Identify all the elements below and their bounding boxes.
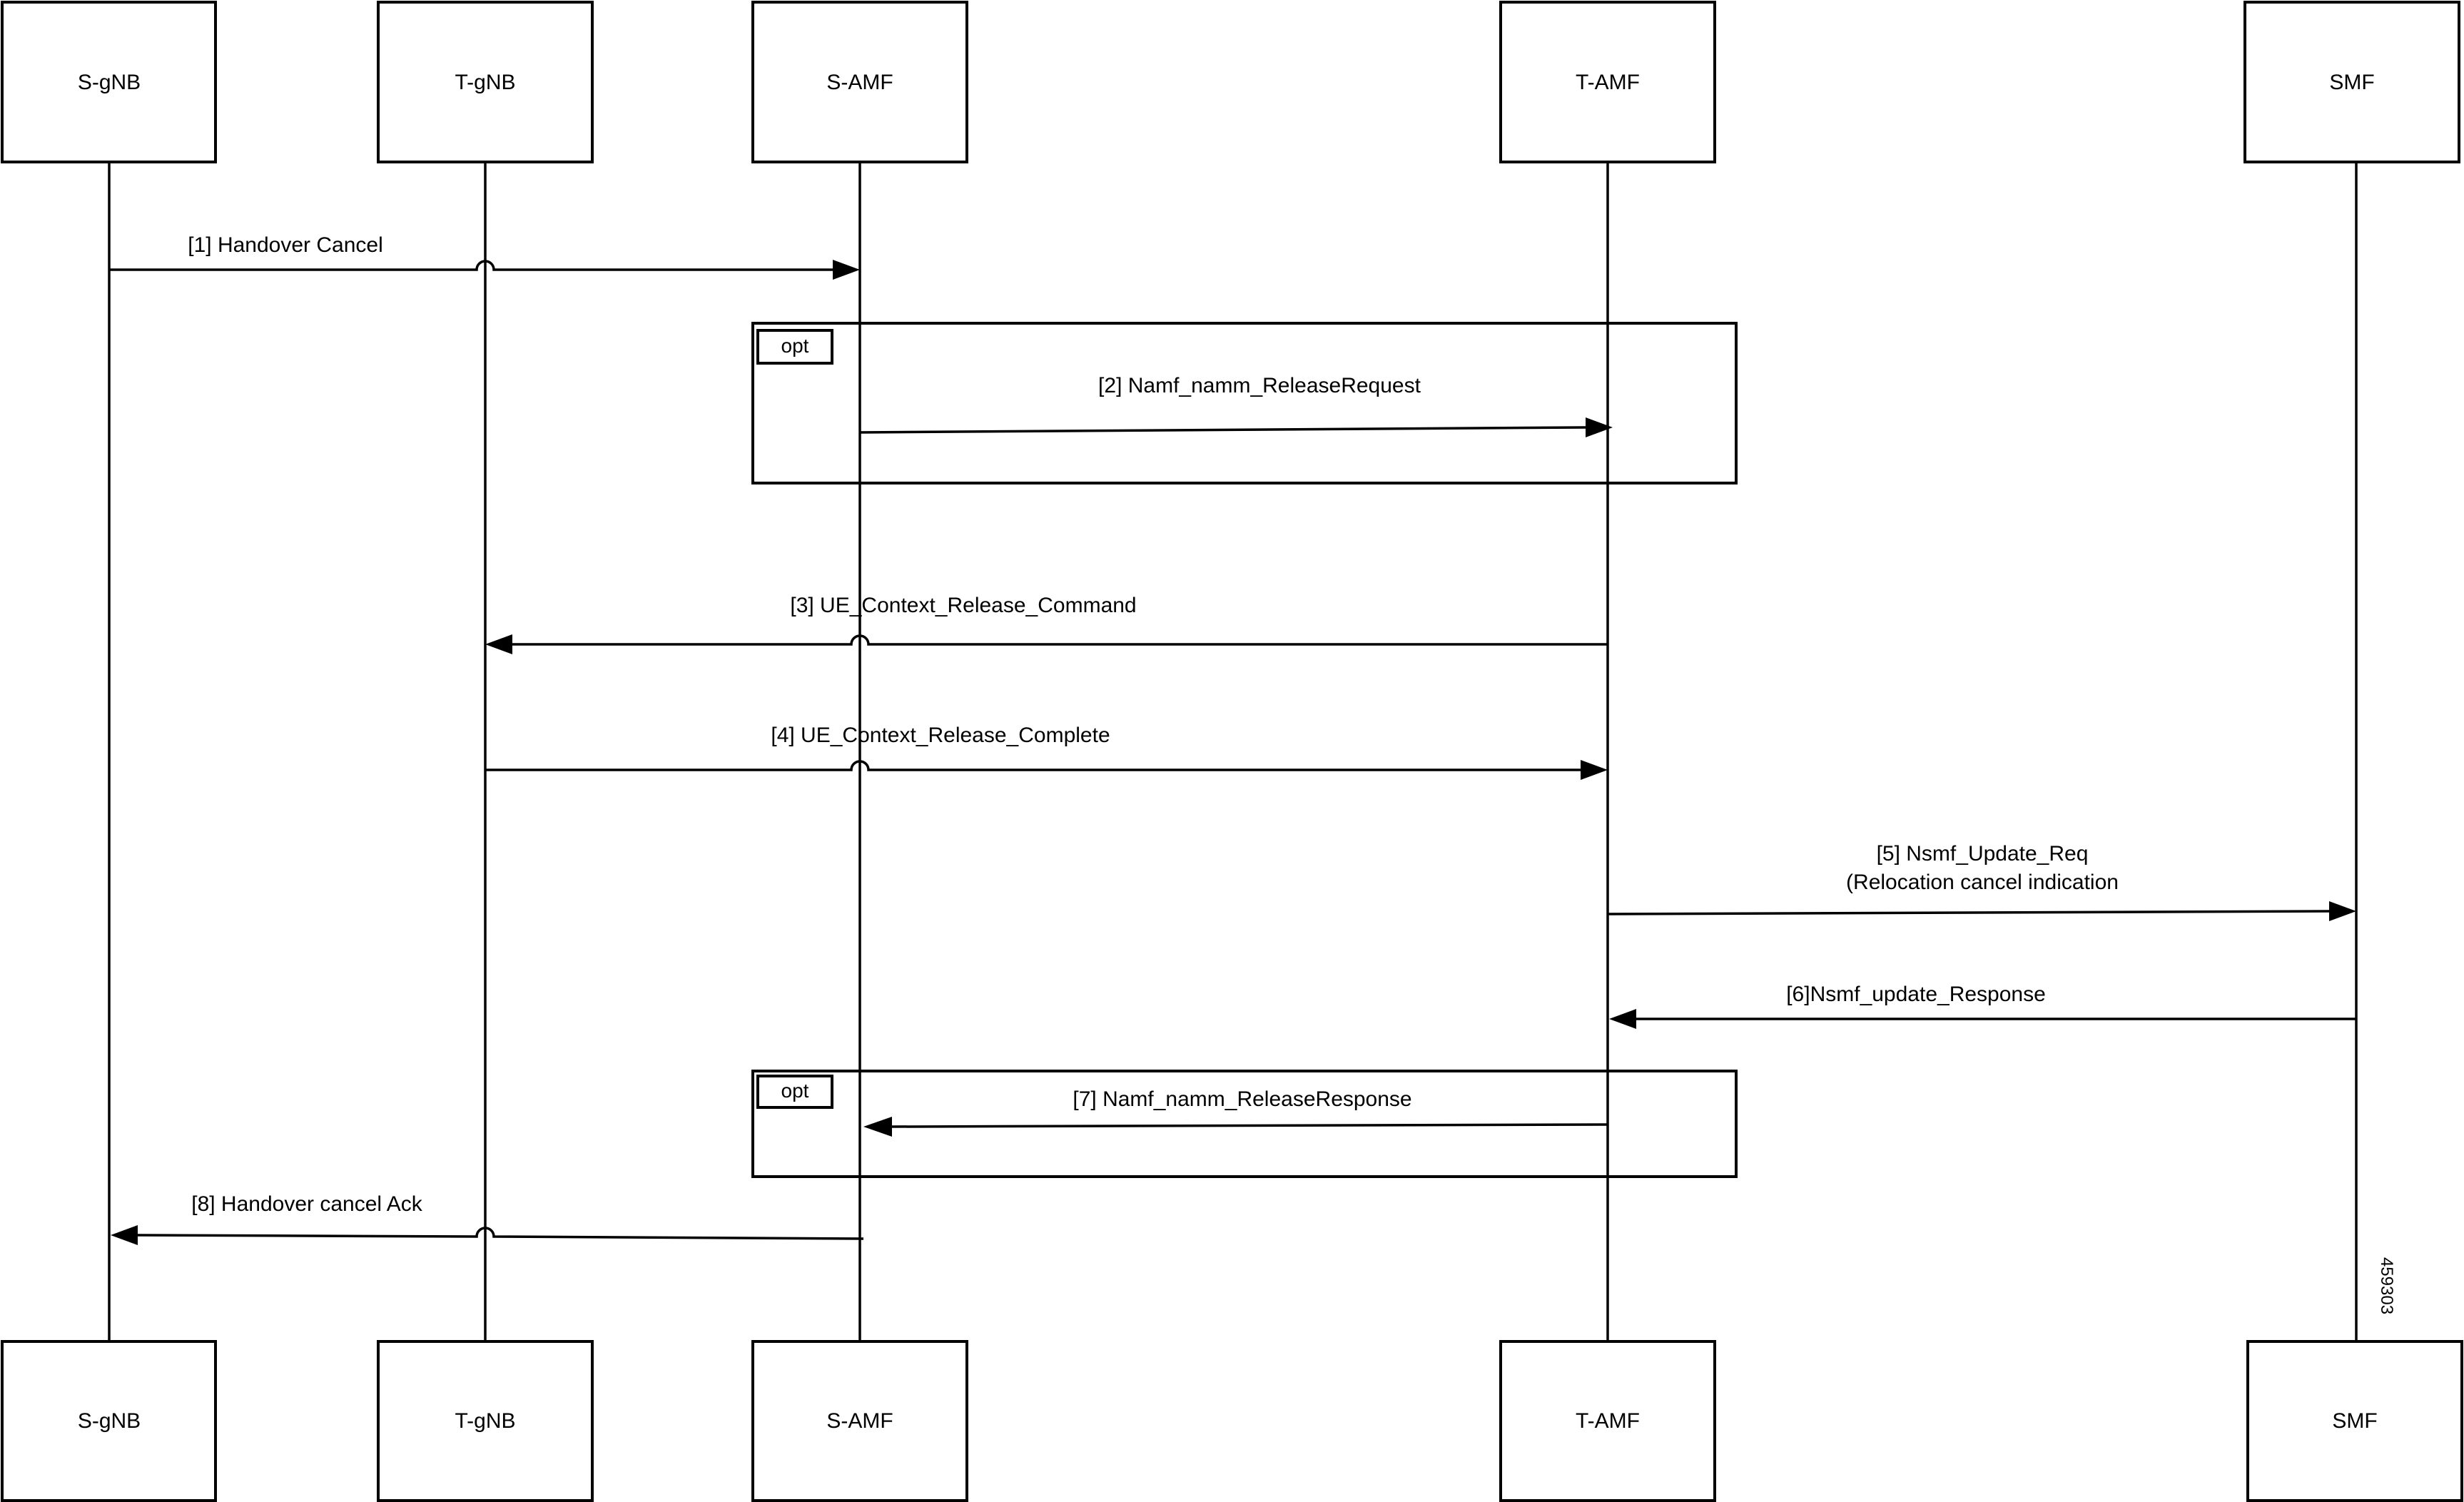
- opt-frame-2: opt: [751, 1070, 1738, 1178]
- actor-label: SMF: [2332, 1409, 2377, 1433]
- message-label: [4] UE_Context_Release_Complete: [771, 724, 1110, 747]
- arrowhead-left: [863, 1117, 892, 1137]
- actor-label: S-gNB: [78, 1409, 141, 1433]
- message-7: [7] Namf_namm_ReleaseResponse: [863, 1087, 1608, 1137]
- message-1: [1] Handover Cancel: [109, 233, 860, 280]
- arrowhead-right: [1581, 760, 1608, 780]
- actor-label: T-AMF: [1576, 71, 1640, 94]
- arrowhead-left: [111, 1225, 138, 1245]
- actor-label: SMF: [2329, 71, 2374, 94]
- message-label: [2] Namf_namm_ReleaseRequest: [1098, 374, 1421, 397]
- actor-bottom-smf: SMF: [2246, 1340, 2463, 1502]
- opt-tag-label: opt: [781, 335, 809, 357]
- actor-bottom-tgnb: T-gNB: [377, 1340, 594, 1502]
- actor-label: S-gNB: [78, 71, 141, 94]
- message-8: [8] Handover cancel Ack: [111, 1192, 864, 1245]
- actor-label: S-AMF: [826, 71, 893, 94]
- actor-label: S-AMF: [826, 1409, 893, 1433]
- actor-top-sgnb: S-gNB: [1, 1, 217, 163]
- arrowhead-right: [833, 260, 860, 280]
- opt-tag: [756, 329, 833, 365]
- actor-bottom-samf: S-AMF: [751, 1340, 968, 1502]
- actor-top-smf: SMF: [2244, 1, 2460, 163]
- actor-label: T-gNB: [455, 1409, 515, 1433]
- opt-tag-label: opt: [781, 1080, 809, 1102]
- message-5: [5] Nsmf_Update_Req (Relocation cancel i…: [1607, 842, 2356, 921]
- message-3: [3] UE_Context_Release_Command: [485, 594, 1608, 654]
- message-label: [5] Nsmf_Update_Req: [1877, 842, 2089, 866]
- message-6: [6]Nsmf_update_Response: [1609, 983, 2356, 1029]
- actor-top-samf: S-AMF: [751, 1, 968, 163]
- opt-frame-1: opt: [751, 322, 1738, 484]
- figure-id: 459303: [2377, 1257, 2396, 1314]
- arrowhead-left: [485, 634, 512, 654]
- message-2: [2] Namf_namm_ReleaseRequest: [859, 374, 1613, 437]
- actor-label: T-AMF: [1576, 1409, 1640, 1433]
- arrowhead-right: [2329, 901, 2356, 921]
- actor-bottom-tamf: T-AMF: [1499, 1340, 1716, 1502]
- message-label-line2: (Relocation cancel indication: [1846, 871, 2119, 894]
- message-label: [8] Handover cancel Ack: [191, 1192, 423, 1216]
- actor-label: T-gNB: [455, 71, 515, 94]
- actor-top-tgnb: T-gNB: [377, 1, 594, 163]
- arrowhead-left: [1609, 1009, 1636, 1029]
- arrowhead-right: [1586, 417, 1613, 437]
- actor-top-tamf: T-AMF: [1499, 1, 1716, 163]
- message-label: [7] Namf_namm_ReleaseResponse: [1073, 1087, 1411, 1111]
- opt-tag: [756, 1075, 833, 1109]
- message-label: [6]Nsmf_update_Response: [1786, 983, 2046, 1006]
- message-4: [4] UE_Context_Release_Complete: [485, 724, 1608, 780]
- message-label: [3] UE_Context_Release_Command: [790, 594, 1136, 617]
- message-label: [1] Handover Cancel: [188, 233, 383, 257]
- actor-bottom-sgnb: S-gNB: [1, 1340, 217, 1502]
